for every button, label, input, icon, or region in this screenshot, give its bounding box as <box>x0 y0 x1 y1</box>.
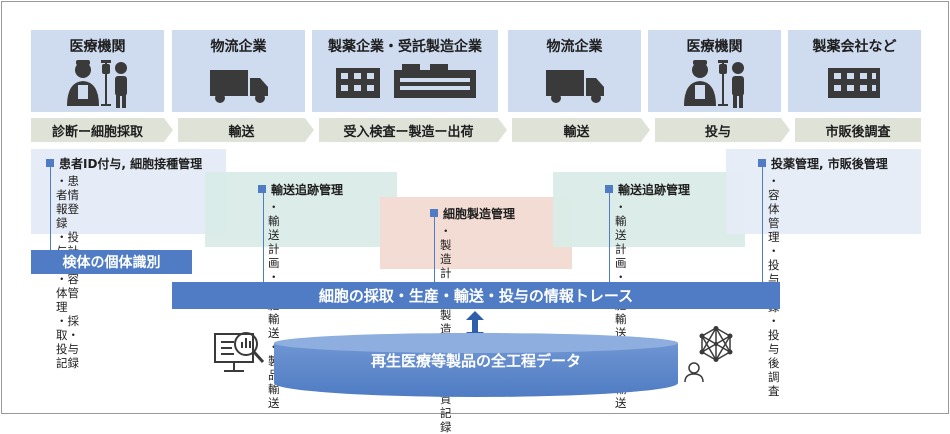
trace-bar: 細胞の採取・生産・輸送・投与の情報トレース <box>172 282 780 309</box>
network-user-icon <box>684 326 733 383</box>
trace-bar-text: 細胞の採取・生産・輸送・投与の情報トレース <box>318 287 634 305</box>
data-analysis-monitor-icon <box>214 332 265 372</box>
stage-label: 受入検査ー製造ー出荷 <box>343 124 474 140</box>
box-title-text: 細胞製造管理 <box>443 207 516 221</box>
office-building-icon <box>828 68 880 98</box>
stage-chevron <box>641 118 650 142</box>
transport1-box-bg <box>205 172 397 247</box>
list-item: 輸送計画 <box>615 200 627 270</box>
stage-diagnosis: 診断ー細胞採取 <box>31 118 164 142</box>
stakeholder-label: 製薬企業・受託製造企業 <box>328 39 482 55</box>
stakeholder-card-logistics-2: 物流企業 <box>508 30 641 112</box>
stakeholder-label: 医療機関 <box>69 39 126 55</box>
list-item: 患者情報登録 <box>56 174 79 230</box>
bullet-square-icon <box>258 185 266 193</box>
stage-chevron <box>305 118 314 142</box>
box-item-list: 製造計画 製造記録 品質記録 <box>440 224 452 434</box>
stakeholder-card-logistics-1: 物流企業 <box>172 30 305 112</box>
bullet-square-icon <box>605 185 613 193</box>
stakeholder-card-pharma-cmo: 製薬企業・受託製造企業 <box>312 30 498 112</box>
box-title-text: 投薬管理, 市販後管理 <box>771 157 888 171</box>
stage-transport-1: 輸送 <box>178 118 305 142</box>
specimen-id-text: 検体の個体識別 <box>62 255 161 271</box>
box-title: 輸送追跡管理 <box>605 181 690 198</box>
stakeholder-card-pharma-company: 製薬会社など <box>788 30 921 112</box>
truck-icon <box>210 70 268 103</box>
list-item: 容体管理 <box>56 272 79 314</box>
stage-postmarket: 市販後調査 <box>795 118 921 142</box>
stakeholder-label: 製薬会社など <box>812 39 897 55</box>
box-title: 投薬管理, 市販後管理 <box>758 155 888 172</box>
connector-line <box>434 210 435 282</box>
list-item: 輸送計画 <box>268 200 280 270</box>
stage-label: 投与 <box>704 124 731 140</box>
stage-chevron <box>781 118 790 142</box>
stage-label: 輸送 <box>563 124 590 140</box>
connector-line <box>609 186 610 282</box>
connector-line <box>263 186 264 282</box>
database-label: 再生医療等製品の全工程データ <box>370 352 581 370</box>
doctor-patient-icon <box>684 60 744 108</box>
list-item: 投与後調査 <box>768 314 780 398</box>
doctor-patient-icon <box>67 60 127 108</box>
list-item: 採取・投与記録 <box>56 314 79 370</box>
manufacturing-box-bg <box>380 197 572 269</box>
stakeholder-label: 医療機関 <box>686 39 743 55</box>
box-title-text: 患者ID付与, 細胞接種管理 <box>59 157 203 171</box>
connector-line <box>50 160 51 252</box>
stakeholder-label: 物流企業 <box>210 39 267 55</box>
factory-icon <box>336 64 476 98</box>
box-title: 細胞製造管理 <box>430 205 515 222</box>
box-title-text: 輸送追跡管理 <box>618 183 691 197</box>
stage-label: 市販後調査 <box>825 124 891 140</box>
list-item: 製品輸送 <box>268 340 280 410</box>
transport2-box-bg <box>553 172 745 247</box>
specimen-id-label: 検体の個体識別 <box>31 250 192 274</box>
connector-line <box>762 160 763 282</box>
stage-chevron <box>498 118 507 142</box>
stage-administration: 投与 <box>655 118 781 142</box>
stage-chevron <box>164 118 173 142</box>
bullet-square-icon <box>758 159 766 167</box>
box-title: 輸送追跡管理 <box>258 181 343 198</box>
stakeholder-card-medical-2: 医療機関 <box>648 30 781 112</box>
stakeholder-card-medical-1: 医療機関 <box>31 30 164 112</box>
stage-transport-2: 輸送 <box>512 118 641 142</box>
stakeholder-label: 物流企業 <box>546 39 603 55</box>
list-item: 容体管理 <box>768 174 780 244</box>
box-title-text: 輸送追跡管理 <box>271 183 344 197</box>
truck-icon <box>546 70 604 103</box>
stage-manufacturing: 受入検査ー製造ー出荷 <box>319 118 498 142</box>
stage-label: 診断ー細胞採取 <box>51 124 143 140</box>
bullet-square-icon <box>430 209 438 217</box>
database-cylinder <box>274 333 678 397</box>
stage-label: 輸送 <box>228 124 255 140</box>
bullet-square-icon <box>46 159 54 167</box>
box-title: 患者ID付与, 細胞接種管理 <box>46 155 202 172</box>
